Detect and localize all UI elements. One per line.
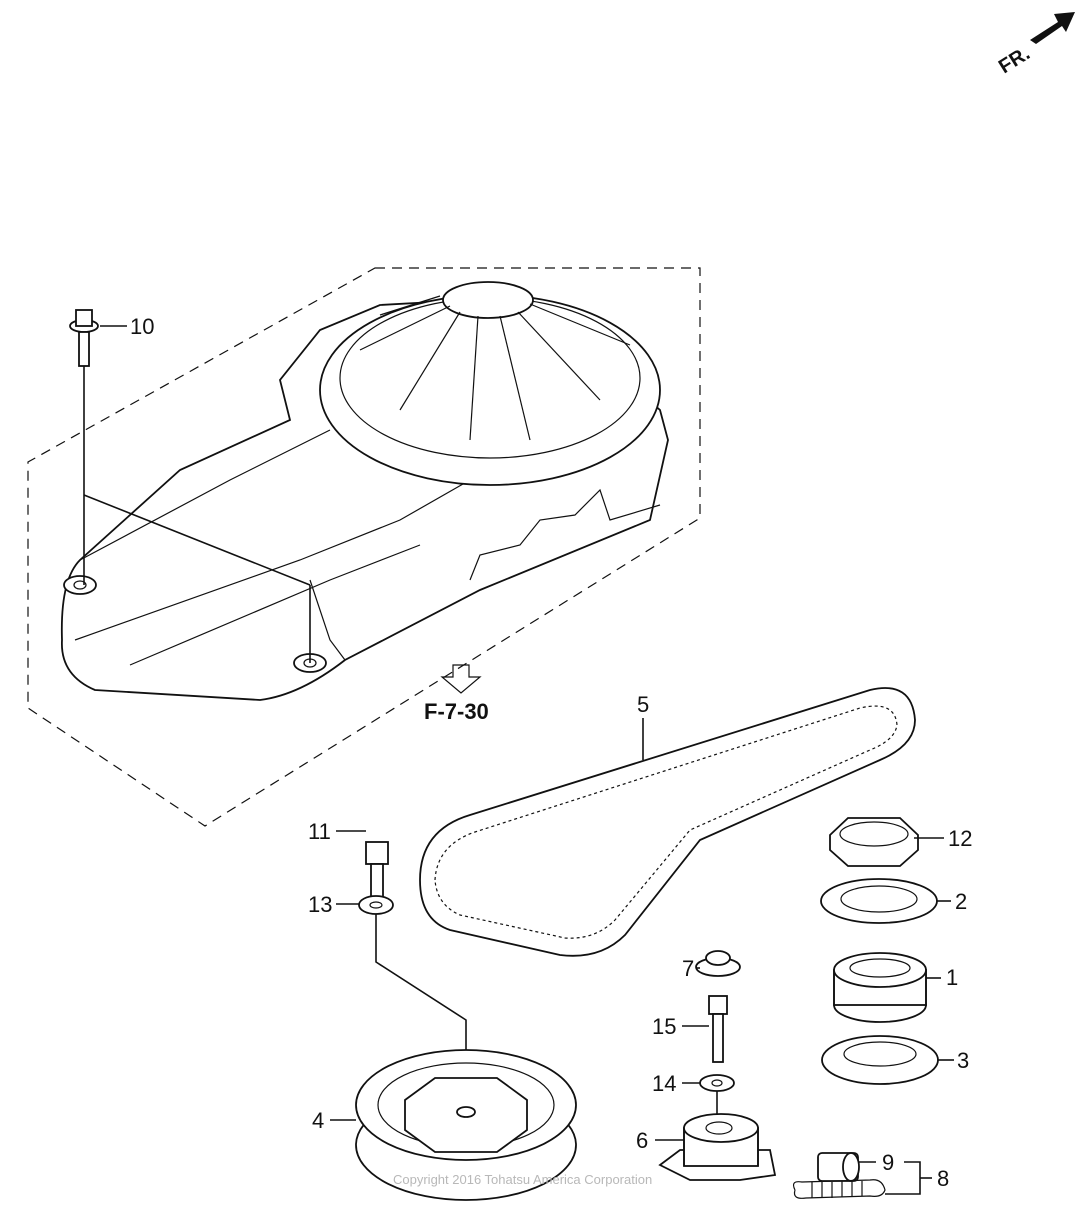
nut-12 bbox=[829, 817, 919, 867]
callout-15: 15 bbox=[652, 1014, 676, 1039]
callout-4: 4 bbox=[312, 1108, 324, 1133]
tensioner-6 bbox=[658, 1113, 777, 1181]
callout-9: 9 bbox=[882, 1150, 894, 1175]
timing-belt bbox=[419, 687, 916, 957]
callout-1: 1 bbox=[946, 965, 958, 990]
callout-labels: 1 2 3 4 5 6 7 8 9 10 11 12 13 14 15 bbox=[130, 314, 972, 1191]
washer-13 bbox=[358, 895, 394, 915]
fr-label: FR. bbox=[995, 43, 1034, 79]
collar-1 bbox=[833, 952, 927, 1023]
bolt-11 bbox=[365, 841, 389, 905]
reference-arrow: F-7-30 bbox=[424, 664, 489, 724]
pulley-4 bbox=[355, 1049, 577, 1201]
cap-7 bbox=[695, 950, 741, 977]
callout-7: 7 bbox=[682, 956, 694, 981]
washer-2 bbox=[820, 878, 938, 924]
assembly-boundary bbox=[27, 267, 701, 827]
callout-14: 14 bbox=[652, 1071, 676, 1096]
callout-3: 3 bbox=[957, 1048, 969, 1073]
collar-9 bbox=[817, 1152, 860, 1182]
callout-8: 8 bbox=[937, 1166, 949, 1191]
reference-label: F-7-30 bbox=[424, 699, 489, 724]
callout-6: 6 bbox=[636, 1128, 648, 1153]
callout-12: 12 bbox=[948, 826, 972, 851]
spring-8 bbox=[792, 1179, 886, 1199]
belt-cover bbox=[60, 281, 669, 701]
down-arrow-icon bbox=[440, 664, 482, 694]
plate-3 bbox=[821, 1035, 939, 1085]
bolt-15 bbox=[708, 995, 728, 1063]
copyright-watermark: Copyright 2016 Tohatsu America Corporati… bbox=[393, 1172, 652, 1187]
callout-5: 5 bbox=[637, 692, 649, 717]
bolt-10 bbox=[69, 309, 311, 663]
callout-13: 13 bbox=[308, 892, 332, 917]
callout-2: 2 bbox=[955, 889, 967, 914]
leader-lines bbox=[100, 325, 954, 1195]
front-direction-marker: FR. bbox=[995, 12, 1075, 78]
callout-10: 10 bbox=[130, 314, 154, 339]
callout-11: 11 bbox=[308, 819, 331, 844]
front-arrow-icon bbox=[1030, 12, 1075, 44]
